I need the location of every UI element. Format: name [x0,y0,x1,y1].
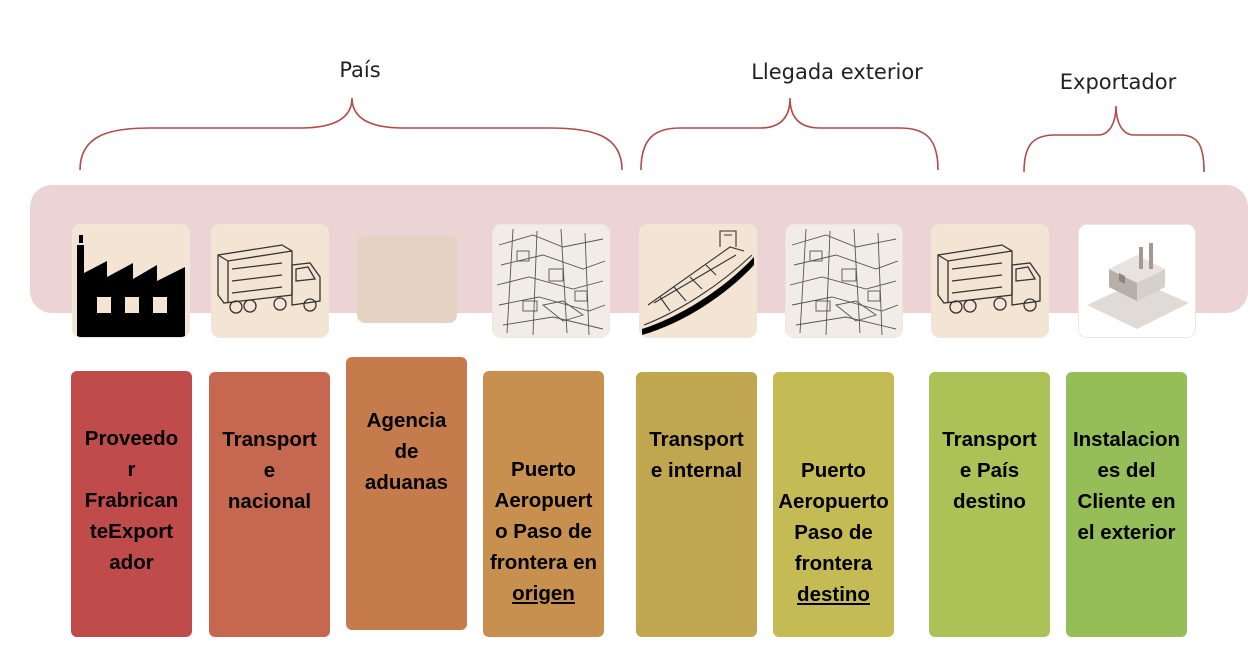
stage-instalaciones-cliente: Instalacion es del Cliente en el exterio… [1066,372,1187,637]
ship-icon [640,225,756,337]
brace-pais [79,97,623,171]
port-sketch-icon [786,225,902,337]
truck-icon [932,225,1048,337]
group-label-exportador: Exportador [1059,70,1177,94]
group-braces [79,97,1205,173]
factory-icon [73,225,189,337]
stage-proveedor: Proveedo r Frabrican teExport ador [71,371,192,637]
blank-icon [357,235,457,323]
stage-transporte-internal: Transport e internal [636,372,757,637]
stage-puerto-destino-text: Puerto Aeropuerto Paso de frontera [778,459,889,575]
group-label-pais: País [339,58,381,82]
brace-llegada [640,97,939,171]
stage-puerto-destino: Puerto Aeropuerto Paso de frontera desti… [773,372,894,637]
truck-icon [212,225,328,337]
stage-agencia-aduanas: Agencia de aduanas [346,357,467,630]
stage-puerto-origen-text: Puerto Aeropuert o Paso de frontera en [489,458,598,574]
stage-transporte-nacional: Transport e nacional [209,372,330,637]
group-label-llegada: Llegada exterior [751,60,923,84]
stage-puerto-destino-underline: destino [797,583,870,606]
port-sketch-icon [493,225,609,337]
stage-puerto-origen: Puerto Aeropuert o Paso de frontera en o… [483,371,604,637]
stage-transporte-pais-destino: Transport e País destino [929,372,1050,637]
stage-puerto-origen-underline: origen [512,582,575,605]
client-building-icon [1079,225,1195,337]
brace-exportador [1023,105,1205,173]
